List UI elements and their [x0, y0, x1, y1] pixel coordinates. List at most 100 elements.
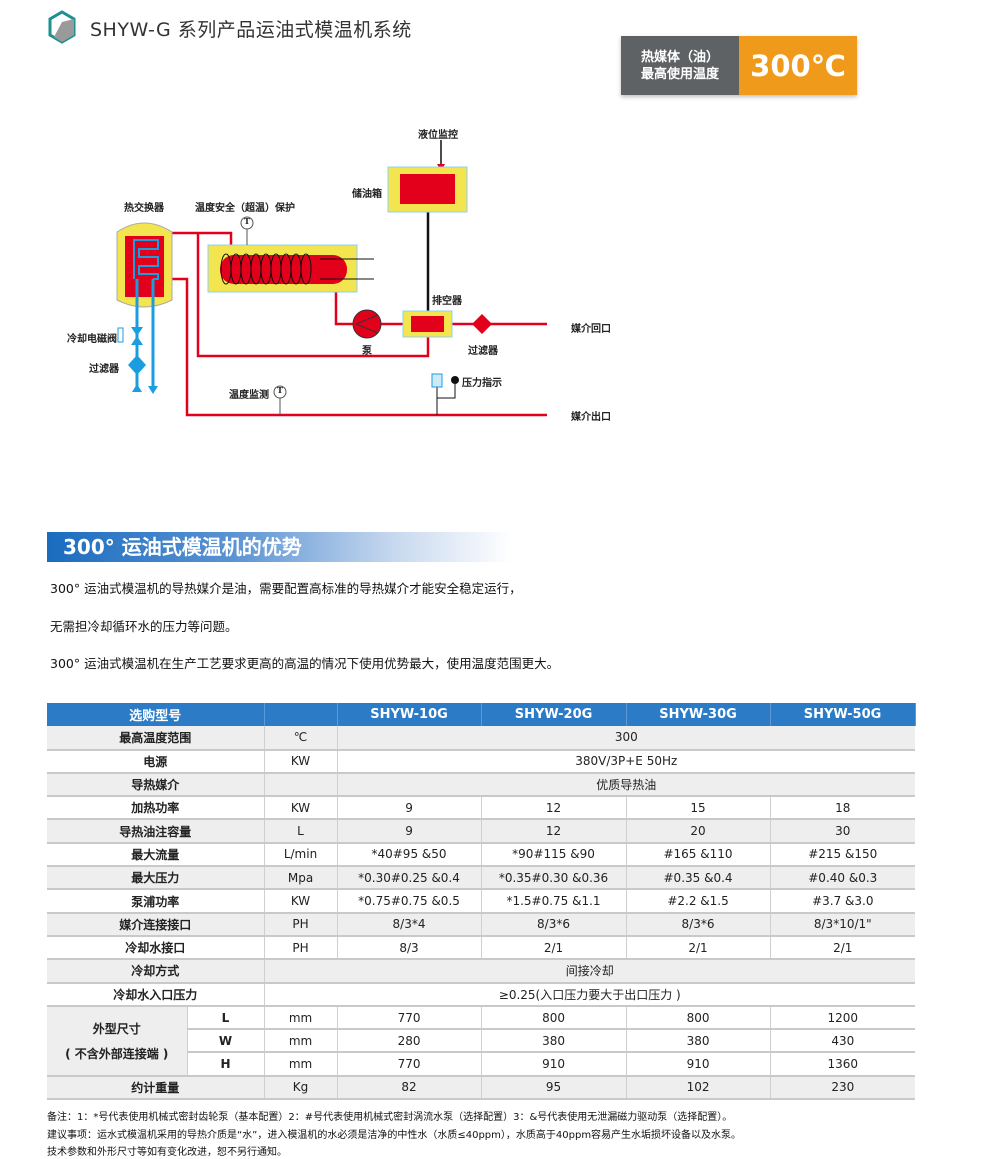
- row-unit: L: [264, 819, 338, 844]
- row-label: 导热媒介: [47, 772, 265, 798]
- row-value: 20: [626, 819, 771, 844]
- advantage-paragraph: 300° 运油式模温机的导热媒介是油，需要配置高标准的导热媒介才能安全稳定运行，: [50, 581, 522, 596]
- row-unit: Kg: [264, 1075, 338, 1101]
- row-value: 8/3: [337, 935, 482, 961]
- row-value: 102: [626, 1075, 771, 1101]
- row-value: #2.2 &1.5: [626, 889, 771, 914]
- row-value: 770: [337, 1005, 482, 1031]
- row-value: 30: [770, 819, 916, 844]
- row-value: 2/1: [770, 935, 916, 961]
- row-value: *0.30#0.25 &0.4: [337, 866, 482, 891]
- sensor-letter: T: [244, 216, 250, 226]
- advantage-paragraph: 300° 运油式模温机在生产工艺要求更高的高温的情况下使用优势最大，使用温度范围…: [50, 656, 560, 671]
- row-value: 2/1: [626, 935, 771, 961]
- row-value: 95: [481, 1075, 627, 1101]
- header-cell: 选购型号: [47, 703, 265, 727]
- row-value: *40#95 &50: [337, 842, 482, 868]
- size-label-line2: ( 不含外部连接端 ): [65, 1046, 169, 1061]
- oil-pipes: [172, 231, 547, 417]
- row-value: 380V/3P+E 50Hz: [337, 749, 916, 774]
- row-unit: [264, 772, 338, 798]
- row-unit: mm: [264, 1052, 338, 1077]
- row-value: 8/3*10/1": [770, 912, 916, 937]
- row-label: 冷却水入口压力: [47, 982, 265, 1007]
- row-label: 导热油注容量: [47, 819, 265, 844]
- max-temperature-badge: 热媒体（油）最高使用温度 300℃: [621, 36, 857, 95]
- row-value: *1.5#0.75 &1.1: [481, 889, 627, 914]
- row-value: #165 &110: [626, 842, 771, 868]
- row-label: 加热功率: [47, 796, 265, 821]
- label-level-monitor: 液位监控: [418, 130, 458, 141]
- row-value: 1360: [770, 1052, 916, 1077]
- row-label: 约计重量: [47, 1075, 265, 1101]
- row-value: 8/3*4: [337, 912, 482, 937]
- row-label: 泵浦功率: [47, 889, 265, 914]
- note-line: 技术参数和外形尺寸等如有变化改进，恕不另行通知。: [47, 1147, 287, 1158]
- row-value: 82: [337, 1075, 482, 1101]
- row-value: 230: [770, 1075, 916, 1101]
- table-row: 导热媒介优质导热油: [47, 772, 916, 798]
- row-value: 18: [770, 796, 916, 821]
- note-line: 备注：1：*号代表使用机械式密封齿轮泵（基本配置）2：#号代表使用机械式密封涡流…: [47, 1112, 733, 1123]
- oil-filter-icon: [472, 314, 492, 334]
- row-unit: mm: [264, 1029, 338, 1054]
- size-dimension: W: [187, 1029, 265, 1054]
- row-unit: KW: [264, 796, 338, 821]
- label-temp-safety: 温度安全（超温）保护: [195, 203, 295, 214]
- row-label: 电源: [47, 749, 265, 774]
- label-heat-exchanger: 热交换器: [124, 203, 164, 214]
- row-value: 430: [770, 1029, 916, 1054]
- size-dimension: L: [187, 1005, 265, 1031]
- row-value: 12: [481, 819, 627, 844]
- row-value: 8/3*6: [481, 912, 627, 937]
- size-label: 外型尺寸( 不含外部连接端 ): [47, 1005, 188, 1077]
- advantages-heading: 300° 运油式模温机的优势: [47, 532, 512, 562]
- water-filter-icon: [128, 355, 146, 375]
- row-value: 15: [626, 796, 771, 821]
- row-unit: KW: [264, 889, 338, 914]
- row-value: 800: [481, 1005, 627, 1031]
- row-unit: L/min: [264, 842, 338, 868]
- badge-label-line2: 最高使用温度: [640, 66, 719, 82]
- header-cell: [264, 703, 338, 727]
- row-value: ≥0.25(入口压力要大于出口压力 ): [264, 982, 916, 1007]
- row-value: 910: [481, 1052, 627, 1077]
- label-cooling-valve: 冷却电磁阀: [67, 334, 117, 345]
- label-return-port: 媒介回口: [571, 324, 611, 335]
- row-unit: ℃: [264, 726, 338, 751]
- row-label: 最大压力: [47, 866, 265, 891]
- row-label: 最高温度范围: [47, 726, 265, 751]
- brand-logo-icon: [48, 10, 76, 44]
- label-pump: 泵: [362, 346, 372, 357]
- row-value: 770: [337, 1052, 482, 1077]
- row-unit: PH: [264, 912, 338, 937]
- badge-label-line1: 热媒体（油）: [640, 49, 719, 65]
- row-value: 380: [626, 1029, 771, 1054]
- row-value: 300: [337, 726, 916, 751]
- row-value: *0.75#0.75 &0.5: [337, 889, 482, 914]
- row-value: 1200: [770, 1005, 916, 1031]
- pressure-gauge-icon: [451, 376, 459, 384]
- header-model-cell: SHYW-50G: [770, 703, 916, 727]
- note-line: 建议事项：运水式模温机采用的导热介质是“水”，进入模温机的水必须是洁净的中性水（…: [47, 1130, 742, 1141]
- row-value: *0.35#0.30 &0.36: [481, 866, 627, 891]
- row-value: #0.40 &0.3: [770, 866, 916, 891]
- page-title: SHYW-G 系列产品运油式模温机系统: [90, 19, 412, 41]
- temp-sensor-icon: [240, 216, 254, 230]
- row-value: #0.35 &0.4: [626, 866, 771, 891]
- row-value: 800: [626, 1005, 771, 1031]
- row-value: #215 &150: [770, 842, 916, 868]
- row-value: 2/1: [481, 935, 627, 961]
- size-dimension: H: [187, 1052, 265, 1077]
